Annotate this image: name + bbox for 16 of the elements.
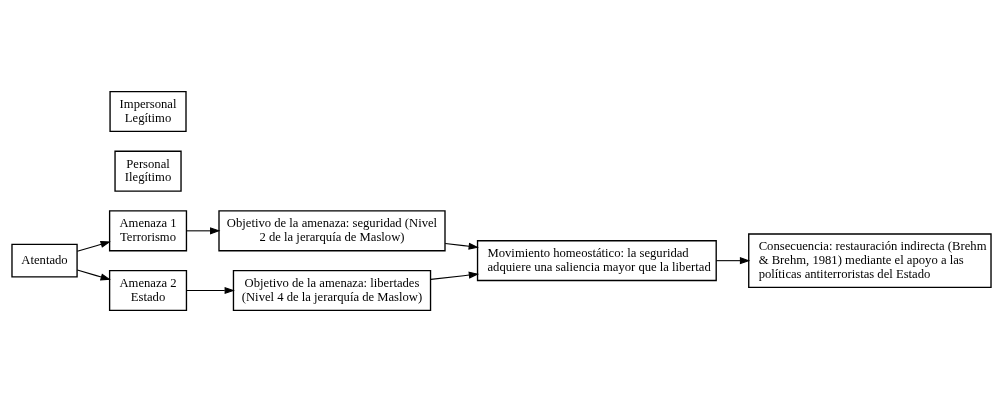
node-box: Movimiento homeostático: la seguridad adquiere una saliencia mayor que la libertad [476,239,717,281]
node-box: Amenaza 2 Estado [108,269,188,311]
arrow [186,226,221,234]
arrow [76,240,111,252]
arrow [430,271,480,280]
arrow [186,286,235,294]
node-box: Consecuencia: restauración indirecta (Brehm & Brehm, 1981) mediante el apoyo a las políticas antiterroristas del Estado [748,232,992,288]
node-box: Personal Ilegítimo [114,150,182,192]
node-box: Objetivo de la amenaza: libertades (Nivel 4 de la jerarquía de Maslow) [232,269,432,311]
arrow [715,256,751,264]
node-box: Amenaza 1 Terrorismo [108,209,188,251]
node-box: Impersonal Legítimo [109,90,187,132]
node-box: Atentado [11,243,78,278]
arrow [444,242,479,250]
arrow [76,268,111,280]
node-box: Objetivo de la amenaza: seguridad (Nivel 2 de la jerarquía de Maslow) [218,209,446,251]
